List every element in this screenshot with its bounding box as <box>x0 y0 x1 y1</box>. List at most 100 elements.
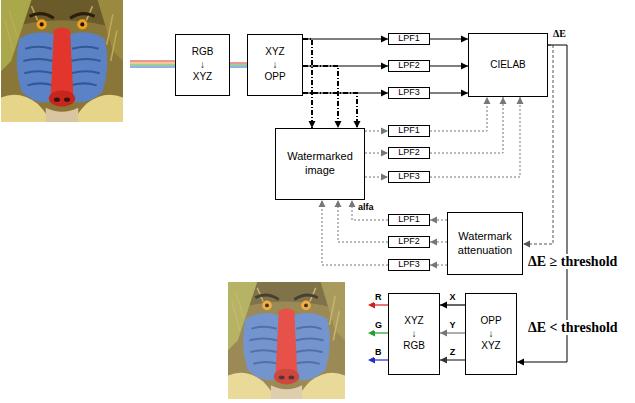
channel-name: R <box>374 293 383 303</box>
arrow-head <box>440 330 447 337</box>
connector-line <box>338 200 388 242</box>
arrow-head <box>500 97 507 104</box>
signal-name: Y <box>448 321 456 331</box>
connector-line <box>430 97 503 153</box>
signal-connector <box>230 63 247 67</box>
conversion-box: XYZ ↓ OPP <box>247 34 303 96</box>
arrow-head <box>349 200 356 207</box>
source-image <box>1 0 123 122</box>
filter-box: LPF1 <box>388 33 430 45</box>
arrow-head <box>309 121 316 128</box>
filter-box: LPF2 <box>388 147 430 159</box>
arrow-head <box>517 359 524 366</box>
box-label: LPF3 <box>398 260 420 270</box>
connector-line <box>230 67 247 68</box>
connector-line <box>430 97 487 131</box>
filter-box: LPF3 <box>388 171 430 183</box>
signal-connector <box>335 200 389 242</box>
signal-connector <box>430 239 447 246</box>
signal-connector <box>365 174 388 181</box>
arrow-head <box>381 90 388 97</box>
box-label: OPP ↓ XYZ <box>481 315 502 353</box>
signal-name: ΔE <box>552 28 567 39</box>
arrow-head <box>381 63 388 70</box>
signal-connector <box>303 36 388 43</box>
signal-connector <box>430 97 491 131</box>
connector-line <box>303 39 312 128</box>
connector-line <box>430 97 520 177</box>
arrow-head <box>440 302 447 309</box>
box-label: LPF2 <box>398 61 420 71</box>
arrow-head <box>354 121 361 128</box>
signal-connector <box>430 97 507 153</box>
box-label: XYZ ↓ OPP <box>264 46 285 84</box>
signal-connector <box>430 36 468 43</box>
arrow-head <box>335 200 342 207</box>
arrow-head <box>430 217 437 224</box>
box-label: LPF1 <box>398 215 420 225</box>
arrow-head <box>381 174 388 181</box>
box-label: LPF2 <box>398 148 420 158</box>
conversion-box: RGB ↓ XYZ <box>175 34 230 96</box>
process-box: CIELAB <box>468 33 548 97</box>
connector-line <box>303 93 357 128</box>
conversion-box: OPP ↓ XYZ <box>465 293 517 375</box>
branch-condition: ΔE < threshold <box>527 320 619 335</box>
box-label: CIELAB <box>490 59 526 72</box>
filter-box: LPF3 <box>388 87 430 99</box>
rgb-input-lines <box>130 61 175 67</box>
box-label: LPF1 <box>398 34 420 44</box>
arrow-head <box>484 97 491 104</box>
signal-connector <box>430 90 468 97</box>
signal-connector <box>365 128 388 135</box>
signal-connector <box>365 150 388 157</box>
arrow-head <box>461 63 468 70</box>
signal-connector <box>430 63 468 70</box>
arrow-head <box>517 97 524 104</box>
connector-line <box>352 200 388 220</box>
signal-connector <box>303 66 342 128</box>
signal-connector <box>430 262 447 269</box>
signal-connector <box>349 200 389 220</box>
box-label: RGB ↓ XYZ <box>192 46 214 84</box>
signal-name: alfa <box>357 203 375 213</box>
arrow-head <box>430 239 437 246</box>
filter-box: LPF2 <box>388 60 430 72</box>
arrow-head <box>381 150 388 157</box>
output-image <box>228 282 345 399</box>
signal-name: Z <box>449 348 457 358</box>
arrow-head <box>461 90 468 97</box>
arrow-head <box>335 121 342 128</box>
arrow-head <box>381 128 388 135</box>
connector-line <box>303 39 388 40</box>
arrow-head <box>523 241 530 248</box>
signal-connector <box>319 200 389 265</box>
connector-line <box>303 66 338 128</box>
filter-box: LPF1 <box>388 125 430 137</box>
connector-line <box>230 63 247 64</box>
box-label: XYZ ↓ RGB <box>403 315 425 353</box>
signal-connector <box>303 93 361 128</box>
filter-box: LPF3 <box>388 259 430 271</box>
arrow-head <box>430 262 437 269</box>
signal-connector <box>430 217 447 224</box>
box-label: LPF3 <box>398 172 420 182</box>
signal-connector <box>430 97 524 177</box>
rgb-output-arrows <box>368 302 388 364</box>
branch-condition: ΔE ≥ threshold <box>527 254 618 269</box>
channel-name: G <box>374 321 383 331</box>
arrow-head <box>381 36 388 43</box>
channel-name: B <box>374 348 383 358</box>
arrow-head <box>461 36 468 43</box>
process-box: Watermarked image <box>275 128 365 200</box>
arrow-head <box>440 357 447 364</box>
filter-box: LPF1 <box>388 214 430 226</box>
conversion-box: XYZ ↓ RGB <box>388 293 440 375</box>
connector-line <box>322 200 388 265</box>
box-label: LPF2 <box>398 237 420 247</box>
box-label: Watermarked image <box>287 150 353 178</box>
connector-line <box>230 65 247 66</box>
box-label: LPF1 <box>398 126 420 136</box>
signal-connector <box>303 39 316 128</box>
